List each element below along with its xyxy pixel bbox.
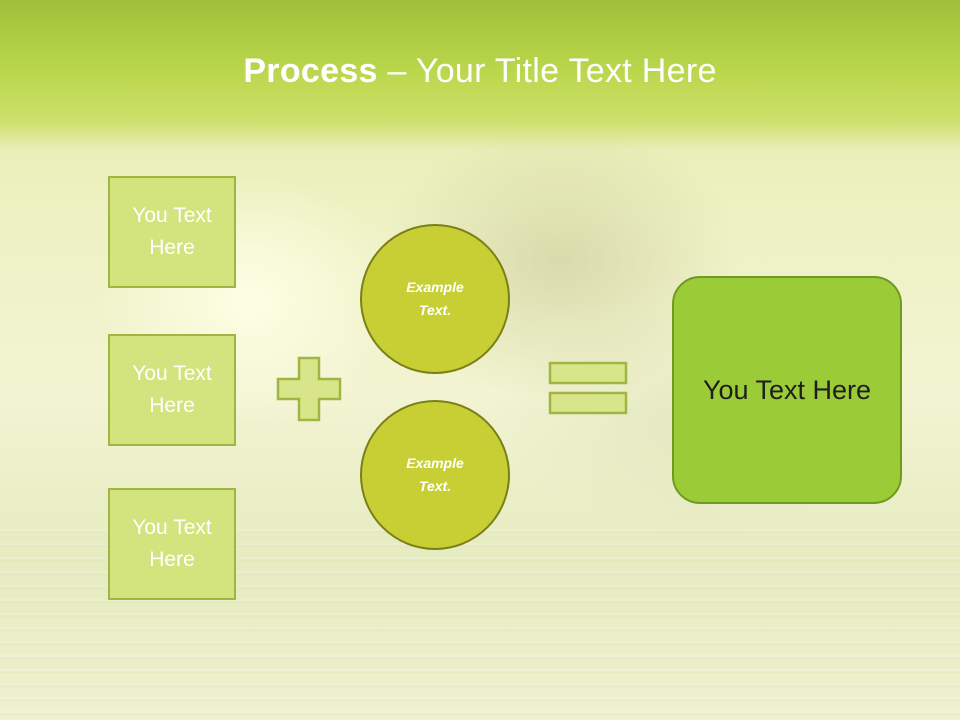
result-box: You Text Here <box>672 276 902 504</box>
text-box-2: You Text Here <box>108 334 236 446</box>
title-banner <box>0 0 960 150</box>
title-bold: Process <box>243 52 378 90</box>
page-title: Process – Your Title Text Here <box>0 52 960 91</box>
text-box-3: You Text Here <box>108 488 236 600</box>
equals-icon <box>548 361 628 415</box>
example-circle-2: Example Text. <box>360 400 510 550</box>
title-rest: – Your Title Text Here <box>377 52 717 90</box>
text-box-1: You Text Here <box>108 176 236 288</box>
example-circle-1: Example Text. <box>360 224 510 374</box>
plus-icon <box>276 356 342 422</box>
